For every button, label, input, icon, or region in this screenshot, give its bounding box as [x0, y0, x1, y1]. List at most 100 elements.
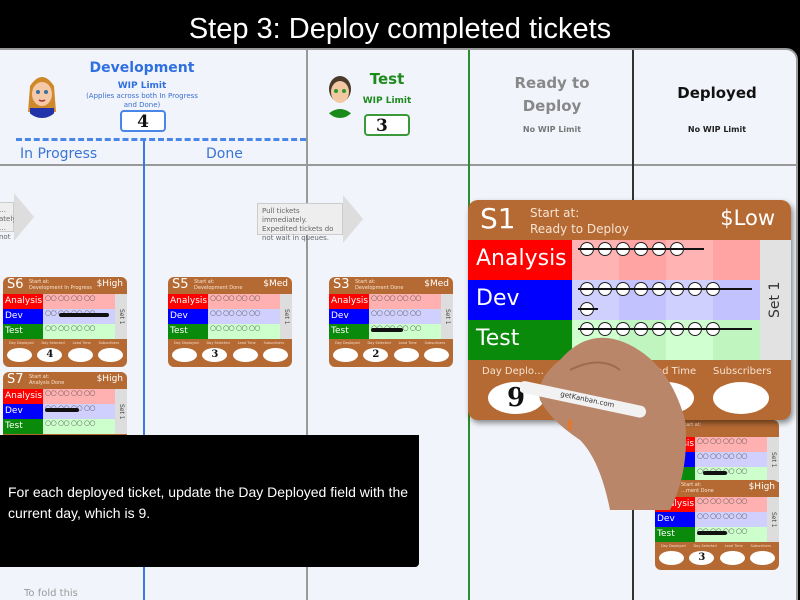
ticket-row-cells[interactable]: ○○ ○○ ○○ ○○ — [695, 452, 779, 467]
test-label: Test — [468, 320, 572, 360]
ticket-row: Test ○○ ○○ ○○ ○○ — [168, 324, 292, 339]
in-progress-label: In Progress — [20, 146, 98, 162]
ticket-row-cells[interactable]: ○○ ○○ ○○ ○○ — [43, 324, 127, 339]
development-column-title: Development — [89, 60, 195, 76]
ticket-card[interactable]: S3 Start at:Development Done $Med Analys… — [329, 277, 453, 367]
scribble-mark — [703, 471, 727, 475]
ticket-row-cells[interactable]: ○○ ○○ ○○ ○○ — [43, 294, 127, 309]
ticket-row-cells[interactable]: ○○ ○○ ○○ ○○ — [43, 419, 127, 434]
ticket-id: S3 — [333, 277, 350, 292]
test-wip-limit[interactable]: 3 — [364, 114, 410, 136]
ready-to-deploy-wip-note: No WIP Limit — [522, 125, 582, 134]
column-divider-dev-test — [306, 50, 308, 600]
footer-label: Subscribers — [750, 544, 772, 548]
start-value: …ment Done — [681, 488, 714, 494]
ticket-header: S6 Start at:Development In Progress $Hig… — [3, 277, 127, 294]
ticket-row: Dev ○○ ○○ ○○ ○○ — [3, 309, 127, 324]
footer-label: Day Selected — [41, 341, 65, 345]
footer-label: Day Selected — [367, 341, 391, 345]
ticket-row: Dev ○○ ○○ ○○ ○○ — [329, 309, 453, 324]
day-selected-field[interactable]: 3 — [202, 348, 228, 362]
footer-label: Day Selected — [693, 544, 717, 548]
subscribers-field[interactable] — [749, 551, 775, 565]
set-label: Set 1 — [280, 294, 292, 339]
ticket-row-label: Analysis — [168, 294, 208, 309]
ticket-row: Analysis ○○ ○○ ○○ ○○ — [3, 294, 127, 309]
ticket-row-cells[interactable]: ○○ ○○ ○○ ○○ — [43, 389, 127, 404]
ticket-header: S7 Start at:Analysis Done $High — [3, 372, 127, 389]
lead-time-field[interactable] — [67, 348, 93, 362]
subscribers-field[interactable] — [423, 348, 449, 362]
lead-time-field[interactable] — [719, 551, 745, 565]
dev-label: Dev — [468, 280, 572, 320]
start-value: Development Done — [355, 285, 404, 291]
footer-label: Lead Time — [724, 544, 743, 548]
dev-row: Dev — [468, 280, 791, 320]
subscribers-field[interactable] — [262, 348, 288, 362]
day-deployed-field[interactable] — [333, 348, 358, 362]
deployed-title: Deployed — [677, 84, 757, 102]
ticket-row: Test ○○ ○○ ○○ ○○ — [329, 324, 453, 339]
ticket-row-cells[interactable]: ○○ ○○ ○○ ○○ — [208, 324, 292, 339]
footer-fields: 4 — [7, 348, 123, 362]
ticket-row-cells[interactable]: ○○ ○○ ○○ ○○ — [369, 324, 453, 339]
day-deployed-field[interactable] — [172, 348, 197, 362]
dev-cells[interactable] — [572, 280, 760, 320]
development-wip-limit[interactable]: 4 — [120, 110, 166, 132]
set-label: Set 1 — [441, 294, 453, 339]
ticket-row: Analysis ○○ ○○ ○○ ○○ — [329, 294, 453, 309]
analysis-label: Analysis — [468, 240, 572, 280]
day-deployed-field[interactable] — [7, 348, 32, 362]
ticket-row-cells[interactable]: ○○ ○○ ○○ ○○ — [208, 309, 292, 324]
subscribers-field[interactable] — [97, 348, 123, 362]
dev-strike — [578, 288, 752, 290]
ticket-card[interactable]: S6 Start at:Development In Progress $Hig… — [3, 277, 127, 367]
start-label: Start at: — [681, 482, 702, 488]
ticket-row: Dev ○○ ○○ ○○ ○○ — [168, 309, 292, 324]
ticket-row-cells[interactable]: ○○ ○○ ○○ ○○ — [369, 294, 453, 309]
ticket-row-cells[interactable]: ○○ ○○ ○○ ○○ — [43, 404, 127, 419]
ticket-row: Analysis ○○ ○○ ○○ ○○ — [168, 294, 292, 309]
ticket-row-cells[interactable]: ○○ ○○ ○○ ○○ — [208, 294, 292, 309]
footer-fields: 2 — [333, 348, 449, 362]
day-selected-field[interactable]: 3 — [689, 551, 715, 565]
ticket-row-cells[interactable]: ○○ ○○ ○○ ○○ — [695, 527, 779, 542]
ticket-row-cells[interactable]: ○○ ○○ ○○ ○○ — [695, 512, 779, 527]
ticket-value: $Low — [720, 206, 775, 230]
arrow-right-icon — [343, 195, 363, 243]
start-value: Ready to Deploy — [530, 222, 629, 236]
ticket-header: S5 Start at:Development Done $Med — [168, 277, 292, 294]
day-selected-field[interactable]: 2 — [363, 348, 389, 362]
ticket-row-cells[interactable]: ○○ ○○ ○○ ○○ — [43, 309, 127, 324]
lead-time-field[interactable] — [393, 348, 419, 362]
footer-fields: 3 — [659, 551, 775, 565]
subscribers-field[interactable] — [713, 382, 769, 414]
ticket-row-label: Test — [329, 324, 369, 339]
development-wip-note: (Applies across both In Progress and Don… — [86, 92, 198, 109]
test-column-title: Test — [369, 70, 405, 88]
footer-label: Subscribers — [98, 341, 120, 345]
analysis-cells[interactable] — [572, 240, 760, 280]
ticket-card[interactable]: S5 Start at:Development Done $Med Analys… — [168, 277, 292, 367]
ticket-header: S1 Start at: Ready to Deploy $Low — [468, 200, 791, 240]
footer-label: Day Deployed — [660, 544, 686, 548]
footer-labels: Day Deployed Day Selected Lead Time Subscri… — [657, 544, 775, 548]
ticket-row-cells[interactable]: ○○ ○○ ○○ ○○ — [369, 309, 453, 324]
start-label: Start at: — [194, 279, 215, 285]
ticket-row-cells[interactable]: ○○ ○○ ○○ ○○ — [695, 497, 779, 512]
ticket-id: S1 — [480, 202, 516, 235]
arrow-right-icon — [14, 193, 34, 241]
day-selected-field[interactable]: 4 — [37, 348, 63, 362]
day-deployed-field[interactable] — [659, 551, 684, 565]
scribble-mark — [697, 531, 727, 535]
footer-label: Lead Time — [72, 341, 91, 345]
lead-time-field[interactable] — [232, 348, 258, 362]
ticket-row-cells[interactable]: ○○ ○○ ○○ ○○ — [695, 467, 779, 482]
ticket-header: Start at:…ment Done $High — [655, 480, 779, 497]
ticket-start: Start at:Development In Progress — [29, 279, 92, 291]
test-cells[interactable] — [572, 320, 760, 360]
ticket-row-cells[interactable]: ○○ ○○ ○○ ○○ — [695, 437, 779, 452]
